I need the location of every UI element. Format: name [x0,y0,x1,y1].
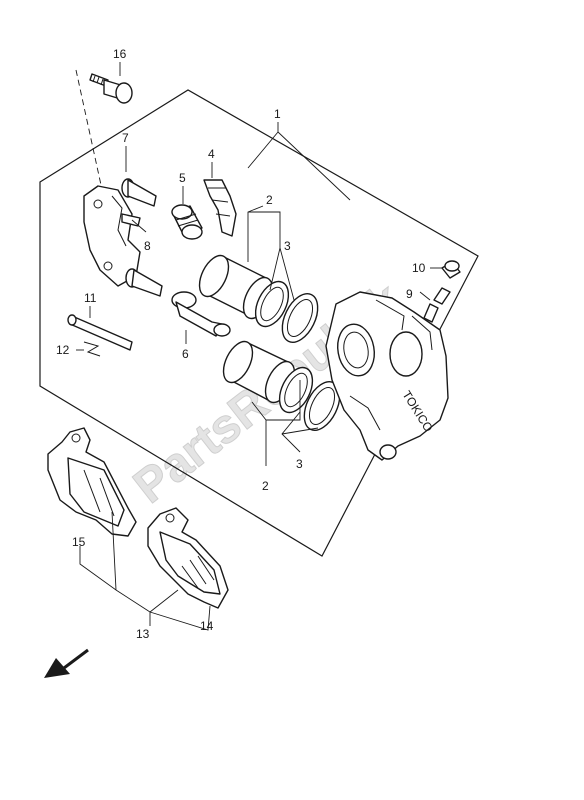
bleeder-cap-10 [441,260,461,279]
seals-lower [278,366,341,431]
callout-13: 13 [136,627,150,641]
piston-upper [198,254,274,320]
callout-2-upper: 2 [266,193,273,207]
callout-3-lower: 3 [296,457,303,471]
clip-12 [83,341,101,357]
leader-lines [76,62,442,631]
callout-12: 12 [56,343,70,357]
callout-8: 8 [144,239,151,253]
callout-1: 1 [274,107,281,121]
bleeder-screw-9 [423,287,451,323]
callout-5: 5 [179,171,186,185]
callout-16: 16 [113,47,127,61]
brake-pad-14 [147,507,229,609]
bolt-16-axis [75,69,107,209]
callout-9: 9 [406,287,413,301]
callout-3-upper: 3 [284,239,291,253]
caliper-body-1: TOKICO [325,291,449,461]
callout-10: 10 [412,261,426,275]
callout-4: 4 [208,147,215,161]
bolt-16 [89,73,133,104]
callout-6: 6 [182,347,189,361]
pad-spring-4 [203,179,237,237]
arrow-down-left-icon [44,648,89,678]
callout-14: 14 [200,619,214,633]
callout-15: 15 [72,535,86,549]
slide-pin-6 [171,291,231,337]
guide-pin-11 [67,314,133,351]
callout-labels: 16 1 7 4 5 2 3 8 10 9 11 12 6 3 2 15 14 … [56,47,426,641]
boot-5 [171,204,203,240]
piston-lower [222,340,296,404]
caliper-bracket [83,178,163,297]
callout-11: 11 [84,291,97,305]
seals-upper [254,280,319,343]
callout-7: 7 [122,131,129,145]
brake-pad-15 [47,427,137,537]
callout-2-lower: 2 [262,479,269,493]
